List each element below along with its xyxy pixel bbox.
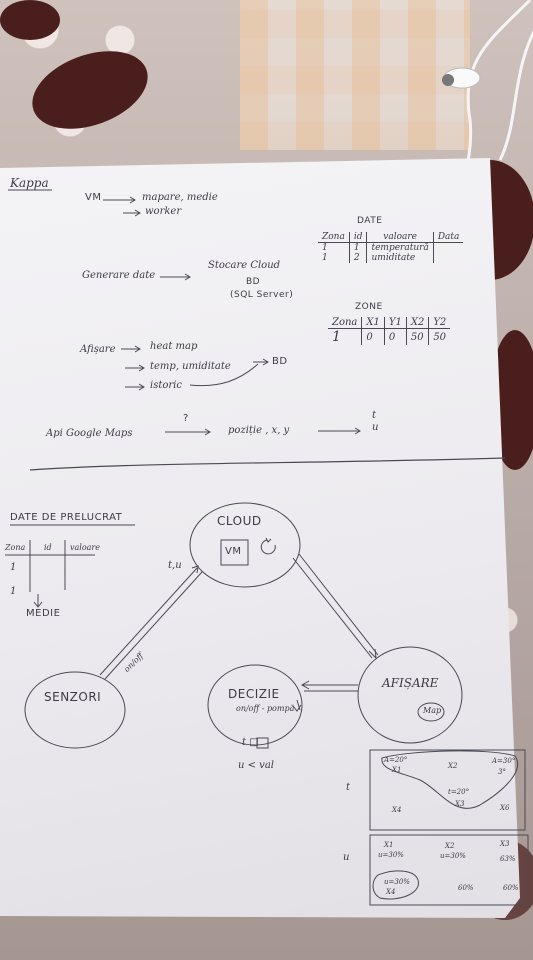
map-t-point: X6 [500,804,510,812]
map-t-point: X3 [455,800,465,808]
medie-label: MEDIE [26,608,61,619]
map-t-point: A=30° [492,757,516,765]
cell: 50 [428,328,451,345]
table-row: 1 2 umiditate [318,253,464,263]
vm-label: VM [85,192,102,203]
bd2-label: BD [272,356,288,367]
cell: 0 [383,328,407,345]
date-col-valoare: valoare [366,232,434,243]
cell [432,242,464,253]
cell: temperatură [366,242,434,253]
generare-label: Generare date [82,270,156,281]
map-u-point: 63% [500,855,516,863]
zone-col-x1: X1 [361,317,385,329]
question-mark: ? [183,413,189,424]
tablecloth-pattern [240,0,470,150]
map-t-point: X1 [392,766,402,774]
zone-table-title: ZONE [355,302,383,312]
map-t-point: t=20° [448,788,470,796]
cloth-print [0,0,60,40]
map-t-point: 3° [498,768,506,776]
map-u-point: X1 [384,841,394,849]
sql-label: (SQL Server) [230,290,294,300]
prelucrat-title: DATE DE PRELUCRAT [10,512,123,523]
date-col-data: Data [432,232,464,243]
tu-t-label: t [372,410,377,421]
istoric-label: istoric [150,380,182,391]
cell: 1 [322,243,328,253]
date-table: Zona id valoare Data 1 1 temperatură 1 2… [318,232,464,263]
map-u-point: X2 [445,842,455,850]
map-u-point: u=30% [440,852,466,860]
stocare-label: Stocare Cloud [208,260,281,271]
map-u-point: 60% [458,884,474,892]
map-label: Map [423,706,442,715]
page-title: Kappa [10,176,49,190]
prelucrat-row-2: 1 [10,586,17,597]
map-t-point: X2 [448,762,458,770]
edge-tu-label: t,u [168,560,182,571]
cell [432,253,464,263]
map-u-point: X3 [500,840,510,848]
table-row: 1 1 temperatură [318,242,464,253]
map-t-point: A=20° [384,756,408,764]
cloud-vm-label: VM [225,546,242,557]
table-row: 1 0 0 50 50 [328,328,451,345]
map-t-point: X4 [392,806,402,814]
zone-col-x2: X2 [405,317,429,329]
cell: 1 [322,253,328,263]
prelucrat-col-zona: Zona [5,543,26,552]
condition-u: u < val [238,760,274,771]
pompa-label: on/off - pompă [236,704,295,713]
map-u-point: X4 [386,888,396,896]
cell: umiditate [366,253,434,263]
condition-t: t □ [242,737,259,748]
temp-label: temp, umiditate [150,361,231,372]
mapare-label: mapare, medie [142,192,218,203]
heatmap-label: heat map [150,341,198,352]
prelucrat-col-id: id [44,543,52,552]
cell: 1 [348,242,367,253]
cloud-node-label: CLOUD [217,514,262,528]
date-table-title: DATE [357,216,383,226]
afisare-node-label: AFIȘARE [382,676,439,690]
date-col-id: id [348,232,367,243]
map-u-label: u [343,852,350,863]
afisare-label: Afișare [80,344,116,355]
map-u-point: u=30% [384,878,410,886]
prelucrat-col-valoare: valoare [70,543,100,552]
cell: 50 [405,328,429,345]
pozitie-label: poziție , x, y [228,425,290,436]
map-u-point: 60% [503,884,519,892]
paper-sheet [0,158,520,918]
cell: 0 [361,328,385,345]
zone-table: Zona X1 Y1 X2 Y2 1 0 0 50 50 [328,317,451,345]
decizie-node-label: DECIZIE [228,687,280,701]
worker-label: worker [145,206,182,217]
zone-col-y1: Y1 [383,317,407,329]
bd-label: BD [246,277,261,287]
zone-col-zona: Zona [328,317,362,329]
prelucrat-row-1: 1 [10,562,17,573]
cell: 2 [348,253,367,263]
cell: 1 [332,329,341,345]
zone-col-y2: Y2 [428,317,451,329]
tu-u-label: u [372,422,379,433]
api-label: Api Google Maps [46,428,133,439]
date-col-zona: Zona [318,232,350,243]
map-u-point: u=30% [378,851,404,859]
senzori-node-label: SENZORI [44,690,102,704]
map-t-label: t [346,782,351,793]
